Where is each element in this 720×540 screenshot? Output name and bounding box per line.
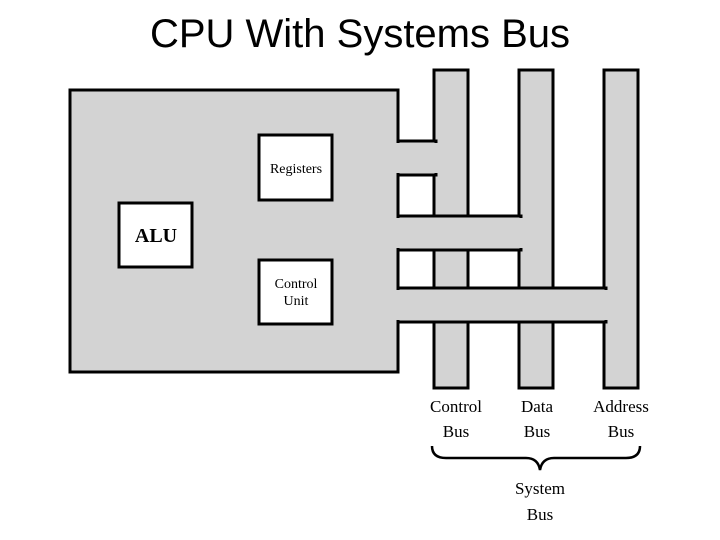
- control-unit-label-line2: Unit: [284, 294, 309, 309]
- merge-fills: [394, 143, 609, 320]
- control-unit-box: [257, 258, 334, 326]
- control-unit-label-line1: Control: [275, 277, 318, 292]
- address-bus-label-line2: Bus: [608, 422, 634, 441]
- address-bus-label-line1: Address: [593, 397, 649, 416]
- registers-label: Registers: [270, 162, 322, 177]
- data-bus-label-line2: Bus: [524, 422, 550, 441]
- control-bus-label-line2: Bus: [443, 422, 469, 441]
- address-bus-column: [602, 68, 640, 390]
- system-bus-label-line2: Bus: [527, 505, 553, 524]
- system-bus-brace: [430, 445, 642, 471]
- slide-title: CPU With Systems Bus: [149, 12, 571, 56]
- registers-box: [257, 133, 334, 202]
- alu-label: ALU: [135, 225, 177, 247]
- alu-box: [117, 201, 194, 269]
- data-bus-label-line1: Data: [521, 397, 554, 416]
- data-bus-column: [517, 68, 555, 390]
- control-bus-label-line1: Control: [430, 397, 482, 416]
- system-bus-label-line1: System: [515, 479, 565, 498]
